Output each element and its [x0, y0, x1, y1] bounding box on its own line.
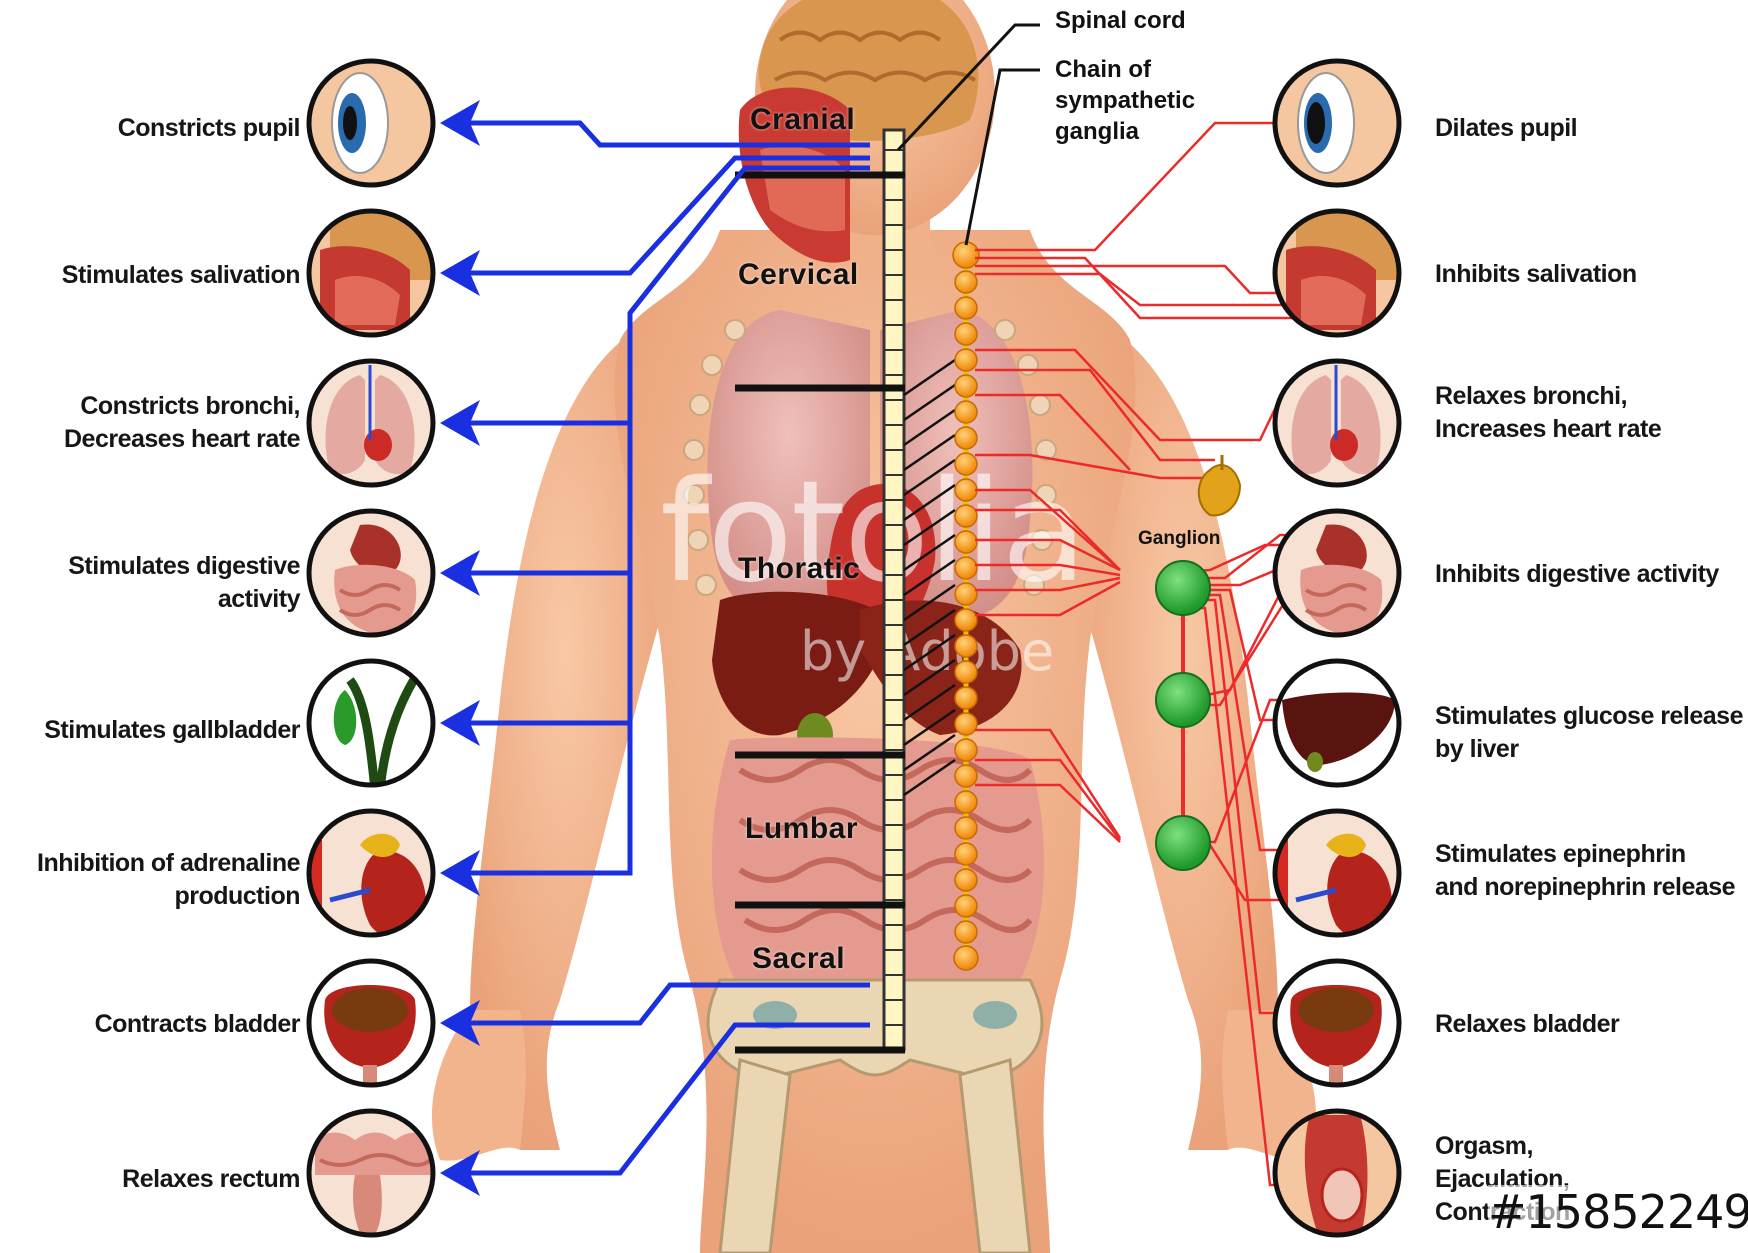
- sympathetic-effect-text: Relaxes bronchi,: [1435, 380, 1748, 413]
- parasympathetic-effect-text: production: [0, 880, 300, 913]
- sympathetic-effect-text: Inhibits salivation: [1435, 258, 1748, 291]
- sympathetic-effect-bladder: Relaxes bladder: [1435, 1008, 1748, 1041]
- right-organ-circles: [1271, 58, 1406, 1243]
- sympathetic-effect-text: Orgasm,: [1435, 1130, 1748, 1163]
- sympathetic-effect-text: Stimulates glucose release: [1435, 700, 1748, 733]
- parasympathetic-effect-rectum: Relaxes rectum: [0, 1163, 300, 1196]
- chain-ganglia-label-line: Chain of: [1055, 54, 1195, 85]
- parasympathetic-effect-bladder: Contracts bladder: [0, 1008, 300, 1041]
- sympathetic-effect-digestive: Inhibits digestive activity: [1435, 558, 1748, 591]
- parasympathetic-effect-text: Stimulates gallbladder: [0, 714, 300, 747]
- sympathetic-effect-text: Relaxes bladder: [1435, 1008, 1748, 1041]
- stock-id: #158522493: [1488, 1185, 1748, 1239]
- parasympathetic-effect-text: Decreases heart rate: [0, 423, 300, 456]
- parasympathetic-effect-text: Constricts bronchi,: [0, 390, 300, 423]
- region-label-sacral: Sacral: [752, 942, 845, 976]
- ganglion-node-celiac: [1156, 561, 1210, 615]
- chain-ganglia-label-line: sympathetic: [1055, 85, 1195, 116]
- chain-ganglia-label: Chain of sympathetic ganglia: [1055, 54, 1195, 147]
- region-label-lumbar: Lumbar: [745, 812, 858, 846]
- sympathetic-effect-text: Dilates pupil: [1435, 112, 1748, 145]
- sympathetic-effect-text: and norepinephrin release: [1435, 871, 1748, 904]
- parasympathetic-effect-salivation: Stimulates salivation: [0, 259, 300, 292]
- ganglion-label: Ganglion: [1138, 528, 1220, 550]
- sympathetic-effect-salivation: Inhibits salivation: [1435, 258, 1748, 291]
- sympathetic-effect-text: Increases heart rate: [1435, 413, 1748, 446]
- parasympathetic-effect-pupil: Constricts pupil: [0, 112, 300, 145]
- adrenal-gland-icon: [1199, 455, 1240, 515]
- ganglion-nodes: [1156, 561, 1210, 870]
- parasympathetic-effect-text: Inhibition of adrenaline: [0, 847, 300, 880]
- ganglion-node-inferior-mesenteric: [1156, 816, 1210, 870]
- parasympathetic-effect-text: Relaxes rectum: [0, 1163, 300, 1196]
- region-label-cervical: Cervical: [738, 258, 859, 292]
- spinal-cord-label: Spinal cord: [1055, 5, 1186, 36]
- region-label-thoratic: Thoratic: [738, 552, 860, 586]
- parasympathetic-effect-text: activity: [0, 583, 300, 616]
- chain-ganglia-label-line: ganglia: [1055, 116, 1195, 147]
- parasympathetic-effect-text: Constricts pupil: [0, 112, 300, 145]
- ganglion-node-superior-mesenteric: [1156, 673, 1210, 727]
- parasympathetic-effect-text: Stimulates salivation: [0, 259, 300, 292]
- parasympathetic-effect-text: Stimulates digestive: [0, 550, 300, 583]
- sympathetic-effect-text: Inhibits digestive activity: [1435, 558, 1748, 591]
- parasympathetic-effect-bronchi-heart: Constricts bronchi,Decreases heart rate: [0, 390, 300, 456]
- parasympathetic-effect-text: Contracts bladder: [0, 1008, 300, 1041]
- left-organ-circles: [305, 58, 440, 1243]
- sympathetic-effect-pupil: Dilates pupil: [1435, 112, 1748, 145]
- sympathetic-effect-text: Stimulates epinephrin: [1435, 838, 1748, 871]
- sympathetic-effect-text: by liver: [1435, 733, 1748, 766]
- region-label-cranial: Cranial: [750, 103, 855, 137]
- parasympathetic-effect-gallbladder: Stimulates gallbladder: [0, 714, 300, 747]
- sympathetic-effect-bronchi-heart: Relaxes bronchi,Increases heart rate: [1435, 380, 1748, 446]
